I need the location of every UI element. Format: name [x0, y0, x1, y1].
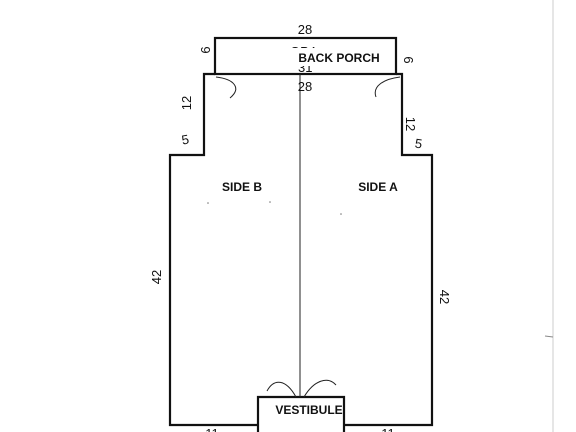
back-porch-outline	[213, 36, 398, 76]
scan-speck	[269, 201, 271, 203]
porch-door-right-swing	[374, 76, 401, 98]
back-porch-label: BACK PORCH	[298, 51, 379, 65]
dim-porch-width: 28	[298, 22, 312, 37]
vestibule-door-left-swing	[266, 381, 297, 398]
back-porch-label-bg	[290, 48, 387, 66]
side-b-label: SIDE B	[222, 180, 262, 194]
dim-main-right: 42	[437, 290, 452, 304]
porch-door-left-swing	[215, 76, 237, 99]
dim-porch-depth-right: 6	[401, 56, 416, 63]
dim-porch-depth-left: 6	[198, 46, 213, 53]
scan-speck	[207, 202, 209, 204]
vestibule-door-right-swing	[303, 379, 337, 398]
side-a-label: SIDE A	[358, 180, 398, 194]
vestibule-outline	[256, 395, 346, 432]
dim-bottom-left: 11	[205, 426, 219, 432]
dim-bottom-right: 11	[381, 426, 395, 432]
dim-porch-inner: 28	[298, 79, 312, 94]
scan-speck	[340, 213, 342, 215]
vestibule-label: VESTIBULE	[275, 403, 342, 417]
dim-step-left: 5	[180, 132, 190, 148]
scan-mark	[544, 335, 554, 338]
dim-upper-right: 12	[403, 117, 418, 131]
building-outline-right	[344, 72, 434, 427]
dim-upper-left: 12	[179, 96, 194, 110]
building-outline-left	[168, 72, 258, 427]
dim-main-left: 42	[149, 270, 164, 284]
dim-step-right: 5	[414, 136, 423, 152]
